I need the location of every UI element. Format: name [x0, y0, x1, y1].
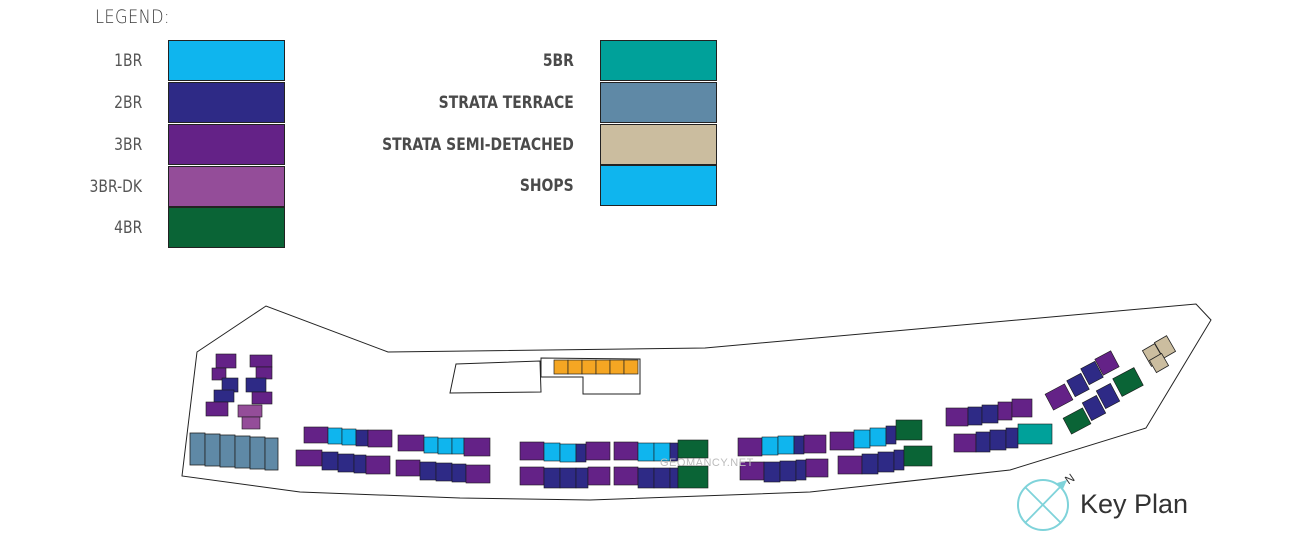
legend-swatch-strata-semi-detached: [600, 124, 717, 165]
legend-swatch-1br: [168, 40, 285, 81]
block-cluster-nw: [205, 353, 273, 430]
site-boundary: [181, 303, 1212, 501]
block-cluster-1: [295, 426, 393, 475]
key-plan-label: Key Plan: [1080, 489, 1189, 519]
legend-label: SHOPS: [520, 176, 574, 196]
block-cluster-ne: [1044, 350, 1144, 435]
shops-block: [553, 359, 639, 375]
legend-label: 3BR-DK: [89, 177, 142, 197]
legend-label: 3BR: [113, 135, 142, 155]
compass-icon: [1017, 479, 1069, 531]
watermark: GEOMANCY.NET: [660, 457, 754, 469]
legend-swatch-4br: [168, 207, 285, 248]
strata-terrace: [189, 432, 279, 471]
legend-swatch-shops: [600, 165, 717, 206]
legend-label: 2BR: [113, 93, 142, 113]
legend-item-3br: 3BR: [0, 124, 290, 166]
legend-item-2br: 2BR: [0, 82, 290, 124]
legend-label: 4BR: [113, 218, 142, 238]
legend-item-1br: 1BR: [0, 40, 290, 82]
legend-swatch-strata-terrace: [600, 82, 717, 123]
block-cluster-3: [519, 441, 611, 489]
legend-label: 5BR: [542, 51, 574, 71]
legend-swatch-3br-dk: [168, 166, 285, 207]
legend-item-shops: SHOPS: [300, 165, 720, 207]
legend-label: STRATA SEMI-DETACHED: [382, 135, 574, 155]
block-cluster-4: [613, 439, 709, 489]
legend-swatch-5br: [600, 40, 717, 81]
legend-item-5br: 5BR: [300, 40, 720, 82]
legend-item-4br: 4BR: [0, 207, 290, 249]
legend-label: STRATA TERRACE: [438, 93, 574, 113]
block-cluster-2: [395, 434, 491, 484]
legend-title: LEGEND:: [95, 6, 170, 28]
clubhouse: [449, 357, 641, 395]
legend-item-strata-terrace: STRATA TERRACE: [300, 82, 720, 124]
legend-label: 1BR: [113, 51, 142, 71]
block-cluster-7: [945, 398, 1053, 453]
legend-item-3br-dk: 3BR-DK: [0, 166, 290, 208]
legend-swatch-2br: [168, 82, 285, 123]
legend-item-strata-semi-detached: STRATA SEMI-DETACHED: [300, 124, 720, 166]
block-cluster-6: [829, 419, 933, 475]
legend-swatch-3br: [168, 124, 285, 165]
block-cluster-5: [737, 434, 829, 483]
strata-semi-detached: [1141, 335, 1177, 374]
